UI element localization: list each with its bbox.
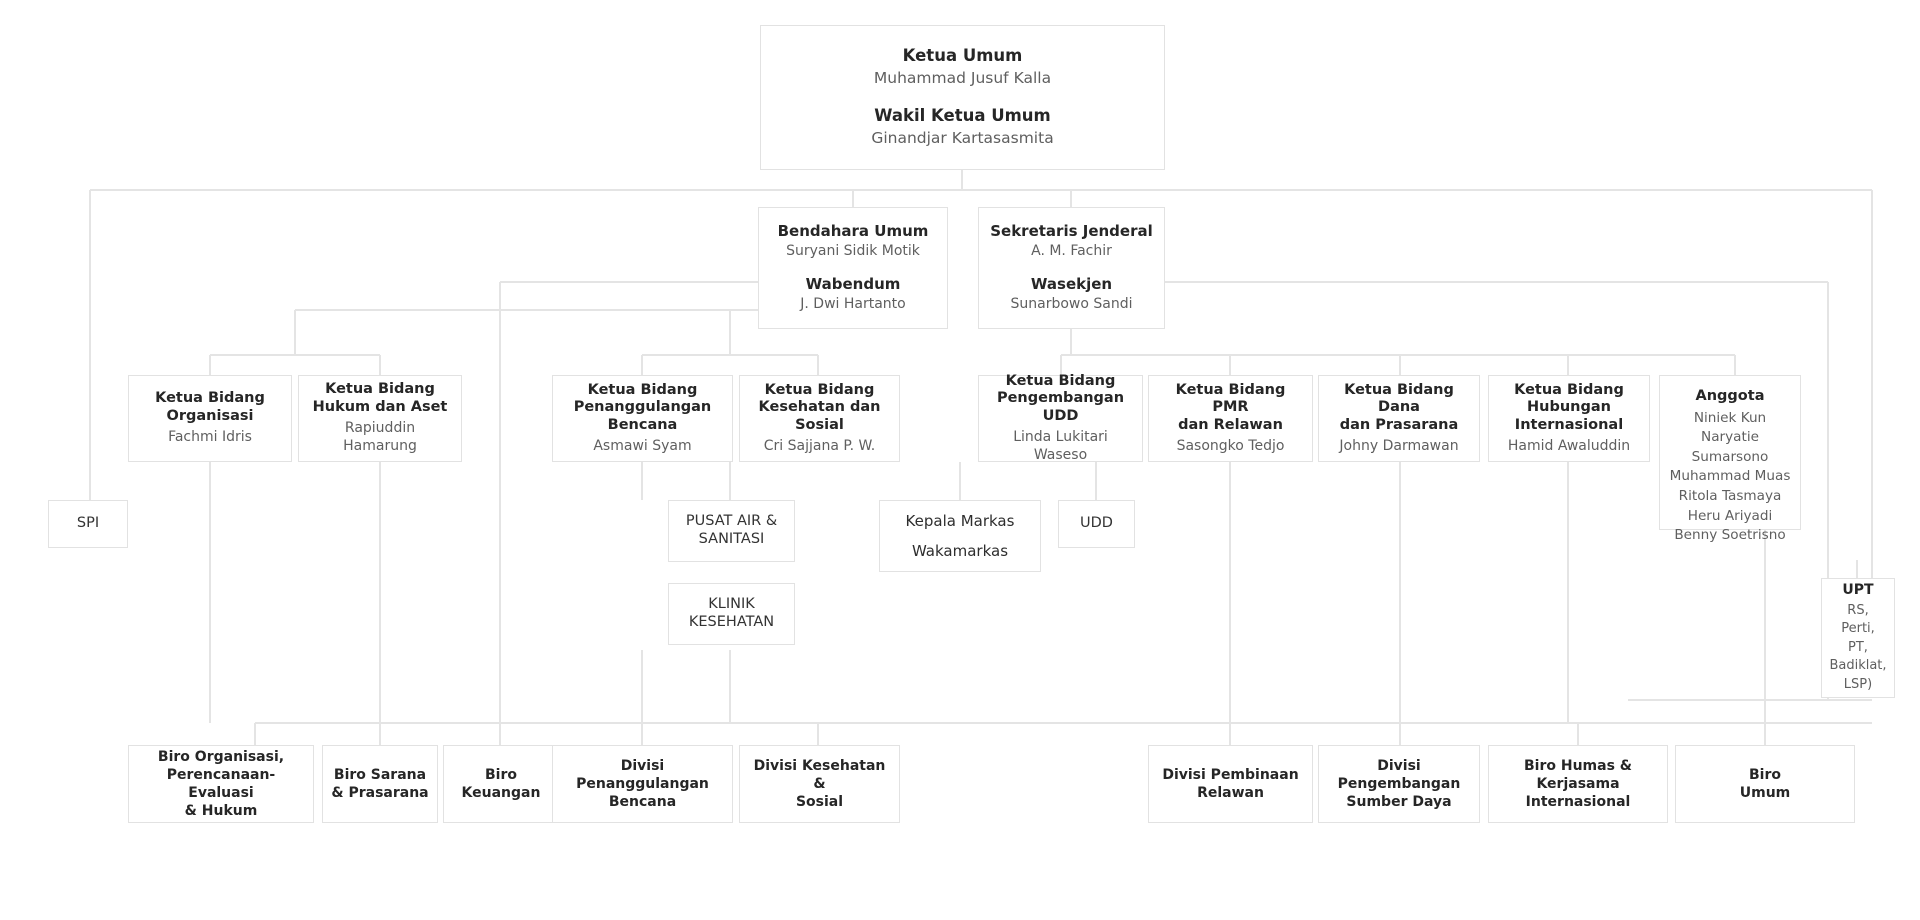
node-divisi-kesehatan-sosial[interactable]: Divisi Kesehatan & Sosial bbox=[739, 745, 900, 823]
anggota-members: Niniek Kun Naryatie Sumarsono Muhammad M… bbox=[1669, 409, 1791, 544]
bidang-dana-name: Johny Darmawan bbox=[1339, 437, 1459, 454]
node-biro-sarana-prasarana[interactable]: Biro Sarana & Prasarana bbox=[322, 745, 438, 823]
sekretaris-jenderal-title: Sekretaris Jenderal bbox=[990, 221, 1153, 240]
kepala-markas-title: Kepala Markas Wakamarkas bbox=[905, 512, 1015, 560]
node-sekretaris-jenderal[interactable]: Sekretaris Jenderal A. M. Fachir Wasekje… bbox=[978, 207, 1165, 329]
klinik-title: KLINIK KESEHATAN bbox=[688, 596, 775, 630]
wabendum-title: Wabendum bbox=[805, 275, 901, 293]
biro-keuangan-title: Biro Keuangan bbox=[461, 766, 541, 801]
biro-organisasi-title: Biro Organisasi, Perencanaan-Evaluasi & … bbox=[157, 748, 285, 820]
node-kepala-markas[interactable]: Kepala Markas Wakamarkas bbox=[879, 500, 1041, 572]
wabendum-name: J. Dwi Hartanto bbox=[800, 296, 906, 313]
node-ketua-bidang-pengembangan-udd[interactable]: Ketua Bidang Pengembangan UDD Linda Luki… bbox=[978, 372, 1143, 463]
node-biro-umum[interactable]: Biro Umum bbox=[1675, 745, 1855, 823]
divisi-relawan-title: Divisi Pembinaan Relawan bbox=[1162, 766, 1299, 801]
node-pusat-air-sanitasi[interactable]: PUSAT AIR & SANITASI bbox=[668, 500, 795, 562]
bidang-hukum-title: Ketua Bidang Hukum dan Aset bbox=[312, 381, 448, 416]
bidang-kesehatan-title: Ketua Bidang Kesehatan dan Sosial bbox=[758, 381, 881, 433]
node-ketua-bidang-pmr-dan-relawan[interactable]: Ketua Bidang PMR dan Relawan Sasongko Te… bbox=[1148, 375, 1313, 462]
upt-list: RS, Perti, PT, Badiklat, LSP) bbox=[1829, 602, 1887, 692]
node-udd[interactable]: UDD bbox=[1058, 500, 1135, 548]
node-spi[interactable]: SPI bbox=[48, 500, 128, 548]
udd-title: UDD bbox=[1080, 515, 1113, 532]
node-ketua-bidang-kesehatan-dan-sosial[interactable]: Ketua Bidang Kesehatan dan Sosial Cri Sa… bbox=[739, 375, 900, 462]
node-anggota[interactable]: Anggota Niniek Kun Naryatie Sumarsono Mu… bbox=[1659, 375, 1801, 543]
pusat-air-title: PUSAT AIR & SANITASI bbox=[685, 513, 778, 547]
bidang-organisasi-name: Fachmi Idris bbox=[168, 428, 252, 445]
bidang-pmr-title: Ketua Bidang PMR dan Relawan bbox=[1175, 381, 1286, 433]
wasekjen-name: Sunarbowo Sandi bbox=[1010, 296, 1133, 313]
node-ketua-bidang-organisasi[interactable]: Ketua Bidang Organisasi Fachmi Idris bbox=[128, 375, 292, 462]
wakil-ketua-umum-name: Ginandjar Kartasasmita bbox=[871, 129, 1054, 148]
biro-sarana-title: Biro Sarana & Prasarana bbox=[331, 766, 429, 801]
node-upt[interactable]: UPT RS, Perti, PT, Badiklat, LSP) bbox=[1821, 578, 1895, 698]
node-bendahara-umum[interactable]: Bendahara Umum Suryani Sidik Motik Waben… bbox=[758, 207, 948, 329]
bidang-udd-name: Linda Lukitari Waseso bbox=[1013, 428, 1108, 463]
bidang-kesehatan-name: Cri Sajjana P. W. bbox=[763, 437, 876, 454]
divisi-kesehatan-title: Divisi Kesehatan & Sosial bbox=[753, 757, 886, 811]
node-ketua-umum[interactable]: Ketua Umum Muhammad Jusuf Kalla Wakil Ke… bbox=[760, 25, 1165, 170]
wasekjen-title: Wasekjen bbox=[1030, 275, 1113, 293]
bidang-pmr-name: Sasongko Tedjo bbox=[1176, 437, 1285, 454]
sekretaris-jenderal-name: A. M. Fachir bbox=[1031, 243, 1112, 260]
bidang-organisasi-title: Ketua Bidang Organisasi bbox=[155, 390, 265, 425]
ketua-umum-title: Ketua Umum bbox=[902, 46, 1023, 66]
bidang-bencana-name: Asmawi Syam bbox=[593, 437, 692, 454]
node-biro-organisasi[interactable]: Biro Organisasi, Perencanaan-Evaluasi & … bbox=[128, 745, 314, 823]
node-klinik-kesehatan[interactable]: KLINIK KESEHATAN bbox=[668, 583, 795, 645]
bidang-hukum-name: Rapiuddin Hamarung bbox=[343, 419, 417, 454]
bidang-udd-title: Ketua Bidang Pengembangan UDD bbox=[996, 372, 1125, 424]
bendahara-umum-name: Suryani Sidik Motik bbox=[786, 243, 920, 260]
anggota-title: Anggota bbox=[1695, 388, 1765, 404]
bidang-bencana-title: Ketua Bidang Penanggulangan Bencana bbox=[573, 381, 712, 433]
upt-title: UPT bbox=[1842, 581, 1874, 598]
node-ketua-bidang-dana-dan-prasarana[interactable]: Ketua Bidang Dana dan Prasarana Johny Da… bbox=[1318, 375, 1480, 462]
node-ketua-bidang-penanggulangan-bencana[interactable]: Ketua Bidang Penanggulangan Bencana Asma… bbox=[552, 375, 733, 462]
wakil-ketua-umum-title: Wakil Ketua Umum bbox=[874, 106, 1051, 125]
node-divisi-pembinaan-relawan[interactable]: Divisi Pembinaan Relawan bbox=[1148, 745, 1313, 823]
node-ketua-bidang-hubungan-internasional[interactable]: Ketua Bidang Hubungan Internasional Hami… bbox=[1488, 375, 1650, 462]
node-divisi-penanggulangan-bencana[interactable]: Divisi Penanggulangan Bencana bbox=[552, 745, 733, 823]
node-divisi-pengembangan-sumber-daya[interactable]: Divisi Pengembangan Sumber Daya bbox=[1318, 745, 1480, 823]
divisi-bencana-title: Divisi Penanggulangan Bencana bbox=[576, 757, 709, 811]
bidang-hubint-name: Hamid Awaluddin bbox=[1507, 437, 1631, 454]
bidang-hubint-title: Ketua Bidang Hubungan Internasional bbox=[1514, 381, 1624, 433]
biro-humas-title: Biro Humas & Kerjasama Internasional bbox=[1523, 757, 1632, 811]
ketua-umum-name: Muhammad Jusuf Kalla bbox=[873, 69, 1052, 88]
node-biro-humas-kerjasama-internasional[interactable]: Biro Humas & Kerjasama Internasional bbox=[1488, 745, 1668, 823]
bendahara-umum-title: Bendahara Umum bbox=[777, 221, 929, 240]
bidang-dana-title: Ketua Bidang Dana dan Prasarana bbox=[1339, 381, 1459, 433]
node-biro-keuangan[interactable]: Biro Keuangan bbox=[443, 745, 559, 823]
node-ketua-bidang-hukum-dan-aset[interactable]: Ketua Bidang Hukum dan Aset Rapiuddin Ha… bbox=[298, 375, 462, 462]
divisi-sdm-title: Divisi Pengembangan Sumber Daya bbox=[1337, 757, 1461, 811]
spi-title: SPI bbox=[76, 515, 100, 532]
biro-umum-title: Biro Umum bbox=[1739, 766, 1791, 801]
